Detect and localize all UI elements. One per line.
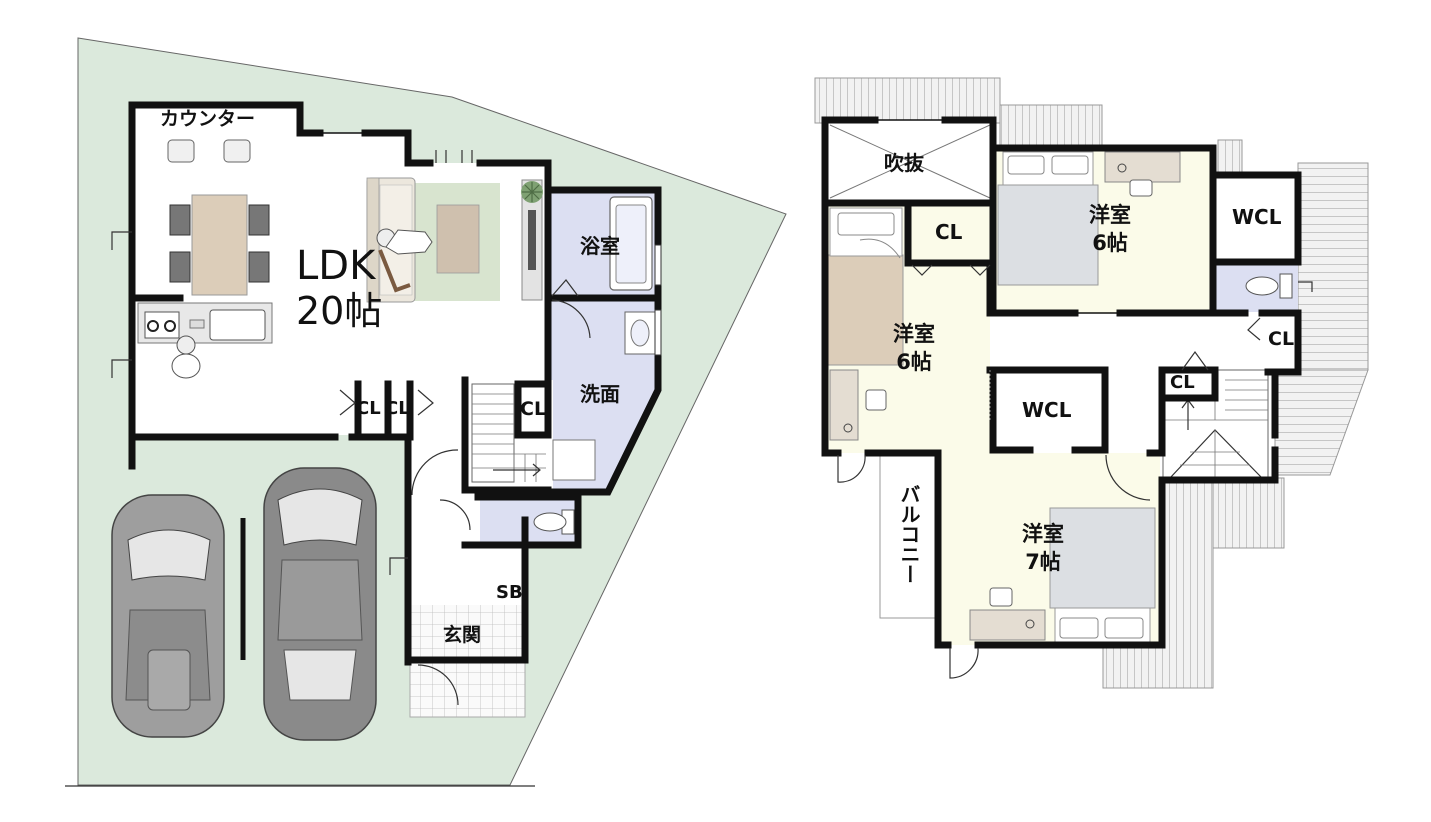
bedroom-1-name: 洋室 bbox=[893, 322, 935, 346]
toilet-icon bbox=[533, 509, 575, 535]
bath-label: 浴室 bbox=[580, 234, 620, 258]
plant-icon bbox=[521, 181, 543, 203]
entrance-tiles bbox=[410, 605, 525, 660]
porch bbox=[409, 661, 526, 718]
sink-icon bbox=[624, 311, 656, 355]
desk-icon bbox=[1104, 151, 1181, 197]
wcl-right-floor bbox=[1213, 175, 1298, 260]
coffee-table bbox=[436, 204, 480, 274]
car-icon bbox=[263, 467, 377, 741]
roof-top-right bbox=[1217, 139, 1243, 176]
bathtub-icon bbox=[609, 196, 653, 291]
roof-right bbox=[1297, 162, 1369, 371]
roof-top-mid bbox=[999, 104, 1103, 148]
stairs-1f bbox=[471, 383, 546, 483]
closet-label-1: CL bbox=[356, 398, 381, 419]
ldk-label: LDK bbox=[296, 243, 376, 289]
wcl-label-2: WCL bbox=[1022, 398, 1072, 422]
balcony-label: バルコニー bbox=[897, 484, 921, 584]
shoe-box-label: SB bbox=[496, 582, 523, 603]
void-label: 吹抜 bbox=[884, 151, 924, 175]
bedroom-3-name: 洋室 bbox=[1022, 522, 1064, 546]
car-icon bbox=[111, 494, 225, 738]
closet-2f-label-2: CL bbox=[1268, 328, 1295, 350]
closet-label-3: CL bbox=[520, 398, 547, 420]
first-floor bbox=[65, 37, 787, 787]
bed-icon bbox=[827, 207, 904, 366]
counter-stools bbox=[167, 139, 251, 163]
bedroom-1-size: 6帖 bbox=[896, 350, 932, 374]
person-icon bbox=[171, 335, 201, 379]
roof-top-left bbox=[814, 77, 1001, 124]
counter-label: カウンター bbox=[160, 108, 256, 130]
washroom-label: 洗面 bbox=[580, 382, 620, 406]
second-floor bbox=[814, 77, 1369, 689]
roof-right-slope bbox=[1274, 369, 1369, 476]
closet-label-2: CL bbox=[385, 398, 410, 419]
toilet-icon bbox=[1245, 273, 1293, 299]
bed-icon bbox=[1049, 507, 1156, 644]
bed-icon bbox=[997, 151, 1099, 286]
closet-2f-label-1: CL bbox=[935, 220, 963, 244]
desk-icon bbox=[969, 587, 1046, 641]
washer bbox=[552, 439, 596, 481]
roof-bottom-right bbox=[1211, 477, 1285, 549]
ldk-size-label: 20帖 bbox=[296, 289, 383, 333]
balcony-floor bbox=[879, 452, 939, 619]
bedroom-2-name: 洋室 bbox=[1089, 203, 1131, 227]
hall-2f bbox=[990, 313, 1285, 373]
entrance-label: 玄関 bbox=[443, 624, 482, 646]
desk-icon bbox=[829, 369, 887, 441]
kitchen-icon bbox=[137, 302, 273, 344]
void-cross bbox=[829, 124, 991, 199]
dining-table-icon bbox=[169, 194, 270, 296]
wcl-label-1: WCL bbox=[1232, 205, 1282, 229]
bedroom-2-size: 6帖 bbox=[1092, 231, 1128, 255]
closet-2f-label-3: CL bbox=[1170, 372, 1195, 393]
walls-1f bbox=[128, 101, 662, 666]
person-icon bbox=[376, 228, 433, 293]
bedroom-3-size: 7帖 bbox=[1025, 550, 1061, 574]
